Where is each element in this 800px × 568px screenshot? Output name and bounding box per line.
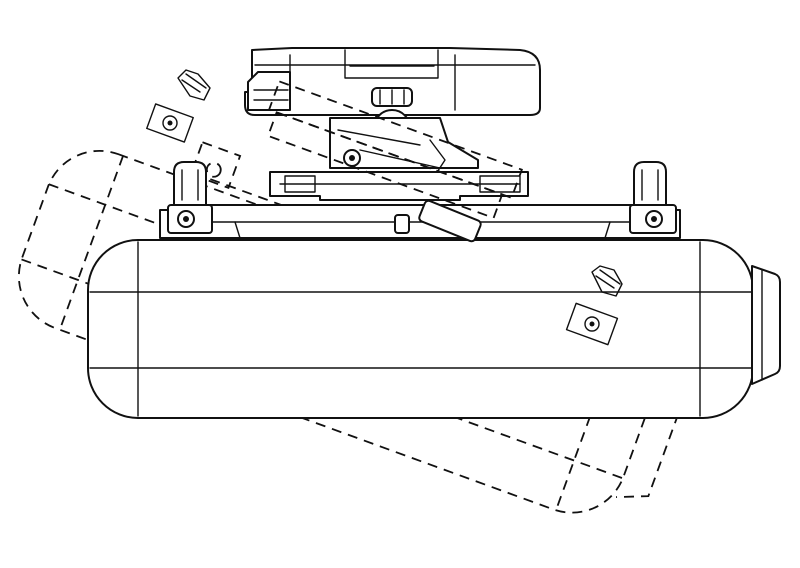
level-projector [87,161,781,419]
tilted-lens-outline [616,391,681,499]
mount-rail-chamfers [234,221,611,239]
projector-body [87,239,754,419]
housing-panel-top [344,49,439,79]
tilted-bracket-right-detail [565,265,623,346]
tilted-body-line-right [555,336,621,511]
projector-lens [751,265,781,385]
ceiling-mount-head [244,47,541,201]
center-connector [394,199,482,243]
tilted-body-line-left [58,155,124,331]
tilted-bracket-left-detail [146,69,211,143]
housing-handle [247,71,291,111]
bracket-right [629,161,677,234]
bracket-left [167,161,213,234]
adapter-plate [269,171,529,201]
tilted-bracket-left [189,141,242,190]
